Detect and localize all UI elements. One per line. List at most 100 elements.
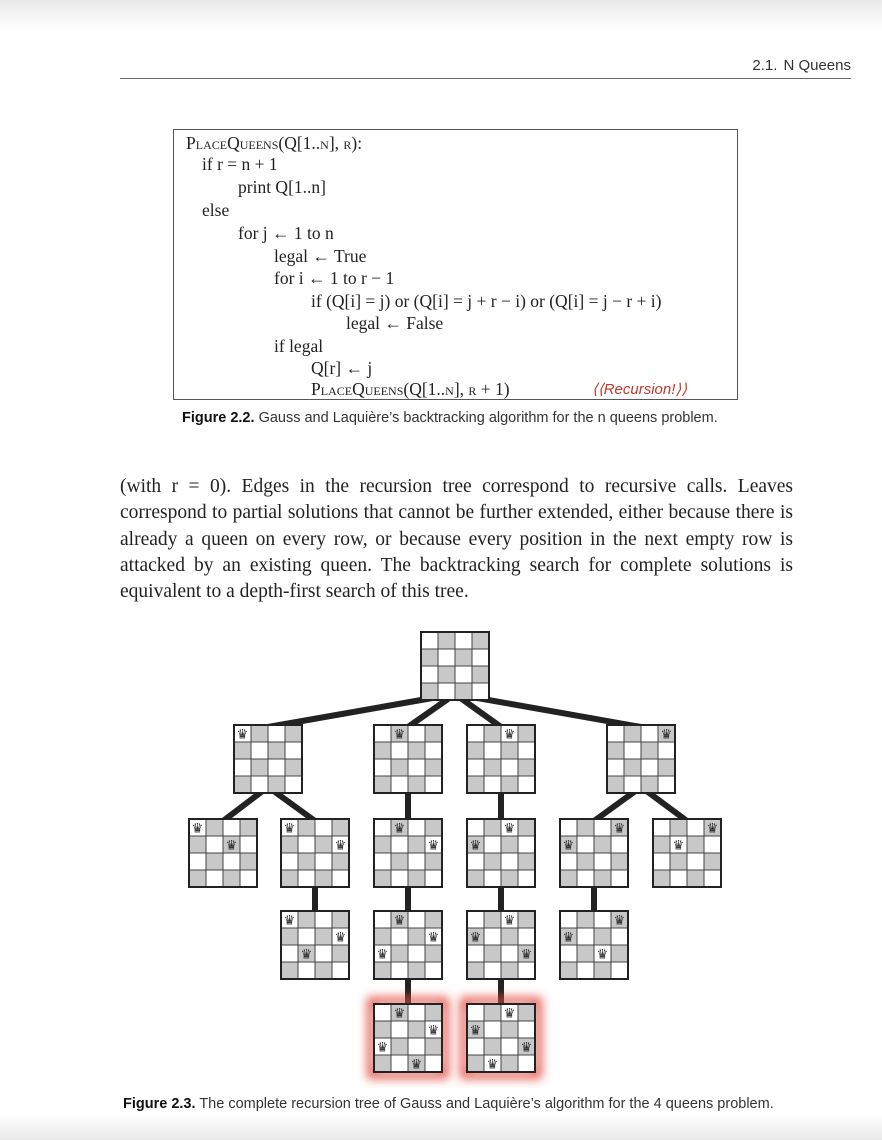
board-square	[391, 945, 408, 962]
board-square	[374, 776, 391, 793]
board-square	[315, 911, 332, 928]
board-square	[408, 1038, 425, 1055]
board-square	[298, 836, 315, 853]
board-b1a1: ♛♛♛♛	[371, 1001, 445, 1075]
queen-icon: ♛	[661, 728, 673, 743]
board-square	[641, 776, 658, 793]
board-square	[425, 870, 442, 887]
board-square	[484, 742, 501, 759]
board-square	[425, 1004, 442, 1021]
board-square	[206, 853, 223, 870]
figure-2-3-caption: Figure 2.3. The complete recursion tree …	[123, 1096, 774, 1112]
queen-icon: ♛	[470, 931, 482, 946]
queen-icon: ♛	[563, 931, 575, 946]
board-square	[425, 945, 442, 962]
tree-edge-root-a	[268, 698, 433, 727]
board-square	[653, 870, 670, 887]
board-square	[315, 870, 332, 887]
board-square	[251, 725, 268, 742]
board-square	[223, 870, 240, 887]
board-square	[467, 759, 484, 776]
queen-icon: ♛	[470, 839, 482, 854]
queen-icon: ♛	[394, 728, 406, 743]
board-square	[518, 836, 535, 853]
board-square	[658, 759, 675, 776]
board-square	[518, 759, 535, 776]
board-square	[391, 1038, 408, 1055]
board-square	[425, 776, 442, 793]
board-square	[467, 776, 484, 793]
board-square	[518, 1055, 535, 1072]
board-square	[206, 836, 223, 853]
board-square	[501, 742, 518, 759]
board-square	[484, 1038, 501, 1055]
board-square	[501, 836, 518, 853]
board-square	[467, 962, 484, 979]
board-square	[467, 819, 484, 836]
queen-icon: ♛	[192, 822, 204, 837]
board-square	[641, 725, 658, 742]
queen-icon: ♛	[428, 931, 440, 946]
board-square	[298, 911, 315, 928]
board-square	[408, 1021, 425, 1038]
queen-icon: ♛	[394, 914, 406, 929]
board-square	[577, 836, 594, 853]
queen-icon: ♛	[428, 1024, 440, 1039]
board-square	[455, 666, 472, 683]
board-square	[298, 819, 315, 836]
board-square	[421, 683, 438, 700]
board-square	[641, 759, 658, 776]
tree-edge-a-a1	[223, 791, 263, 821]
board-c1: ♛♛	[467, 819, 535, 887]
board-square	[484, 725, 501, 742]
board-square	[518, 742, 535, 759]
board-square	[501, 1038, 518, 1055]
board-square	[518, 911, 535, 928]
board-square	[408, 836, 425, 853]
queen-icon: ♛	[614, 822, 626, 837]
board-square	[560, 819, 577, 836]
board-square	[594, 911, 611, 928]
board-square	[408, 853, 425, 870]
board-square	[332, 870, 349, 887]
queen-icon: ♛	[504, 728, 516, 743]
board-square	[421, 666, 438, 683]
board-square	[374, 1055, 391, 1072]
board-c1a: ♛♛♛	[467, 911, 535, 979]
board-square	[472, 632, 489, 649]
board-square	[374, 819, 391, 836]
board-square	[408, 819, 425, 836]
board-square	[374, 1004, 391, 1021]
queen-icon: ♛	[301, 948, 313, 963]
board-square	[391, 776, 408, 793]
queen-icon: ♛	[487, 1058, 499, 1073]
board-square	[518, 962, 535, 979]
board-square	[594, 870, 611, 887]
board-square	[653, 853, 670, 870]
board-d2: ♛♛	[653, 819, 721, 887]
board-square	[408, 776, 425, 793]
board-square	[653, 836, 670, 853]
queen-icon: ♛	[335, 839, 347, 854]
board-square	[624, 759, 641, 776]
board-square	[611, 962, 628, 979]
board-square	[624, 725, 641, 742]
board-square	[391, 853, 408, 870]
board-square	[315, 945, 332, 962]
queen-icon: ♛	[673, 839, 685, 854]
board-square	[518, 1004, 535, 1021]
board-square	[332, 911, 349, 928]
board-square	[374, 836, 391, 853]
board-square	[374, 870, 391, 887]
board-square	[594, 962, 611, 979]
board-square	[438, 649, 455, 666]
board-a2a: ♛♛♛	[281, 911, 349, 979]
board-square	[408, 911, 425, 928]
board-square	[501, 928, 518, 945]
board-square	[425, 1055, 442, 1072]
board-square	[234, 776, 251, 793]
board-square	[687, 853, 704, 870]
board-square	[577, 853, 594, 870]
board-square	[467, 911, 484, 928]
tree-edge-d-d2	[647, 791, 687, 821]
